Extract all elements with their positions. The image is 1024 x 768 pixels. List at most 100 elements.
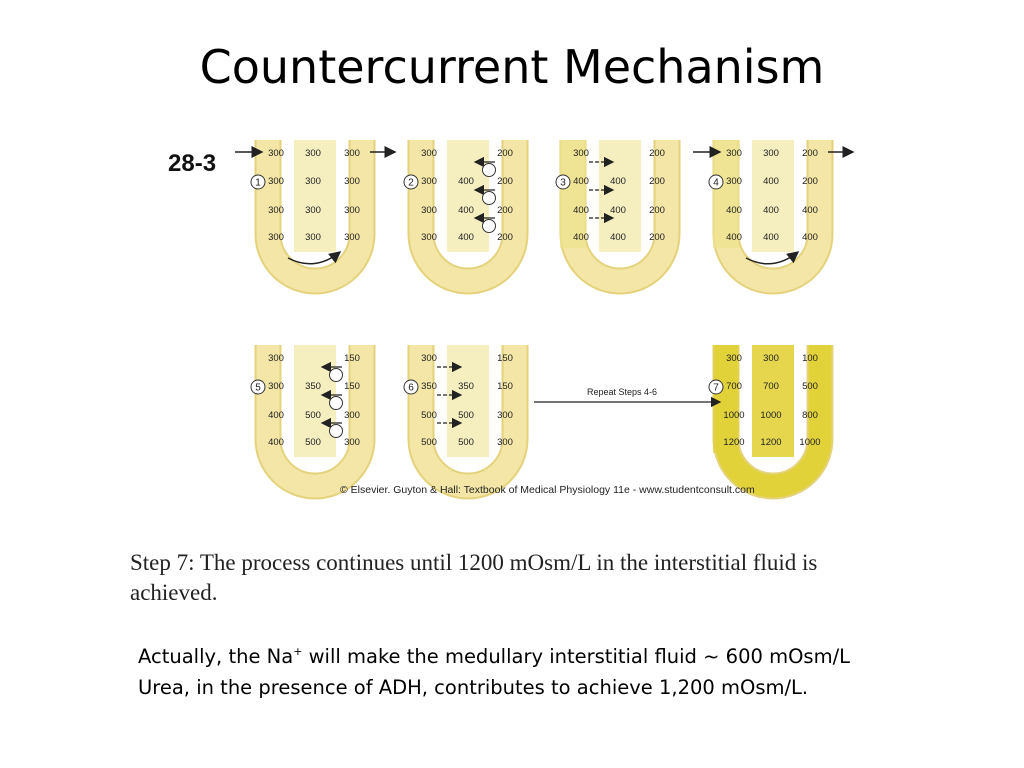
- osmolarity-value: 300: [497, 437, 513, 448]
- osmolarity-value: 300: [763, 148, 779, 159]
- osmolarity-value: 500: [802, 381, 818, 392]
- osmolarity-value: 700: [763, 381, 779, 392]
- osmolarity-value: 200: [649, 232, 665, 243]
- osmolarity-value: 400: [763, 176, 779, 187]
- note-line-1-prefix: Actually, the Na: [138, 645, 294, 668]
- interstitium-band: [752, 140, 794, 252]
- step-number-circle: [250, 174, 266, 190]
- osmolarity-value: 300: [763, 353, 779, 364]
- osmolarity-value: 400: [458, 176, 474, 187]
- pump-circle: [329, 396, 343, 410]
- osmolarity-value: 300: [421, 353, 437, 364]
- step-number: 5: [255, 383, 261, 394]
- osmolarity-value: 1000: [799, 437, 820, 448]
- step-number: 6: [408, 383, 414, 394]
- osmolarity-value: 300: [726, 148, 742, 159]
- osmolarity-value: 400: [802, 232, 818, 243]
- osmolarity-value: 500: [421, 410, 437, 421]
- osmolarity-value: 300: [344, 176, 360, 187]
- osmolarity-value: 300: [497, 410, 513, 421]
- figure-label: 28-3: [168, 150, 217, 177]
- step-number-circle: [555, 174, 571, 190]
- osmolarity-value: 700: [726, 381, 742, 392]
- osmolarity-value: 400: [763, 205, 779, 216]
- osmolarity-value: 200: [802, 176, 818, 187]
- osmolarity-value: 300: [726, 353, 742, 364]
- osmolarity-value: 300: [344, 437, 360, 448]
- osmolarity-value: 300: [421, 176, 437, 187]
- osmolarity-value: 300: [268, 381, 284, 392]
- osmolarity-value: 1000: [723, 410, 744, 421]
- sodium-superscript: +: [293, 645, 303, 658]
- flow-arrow: [745, 251, 800, 265]
- osmolarity-value: 150: [344, 381, 360, 392]
- osmolarity-value: 500: [305, 437, 321, 448]
- repeat-steps-label: Repeat Steps 4-6: [587, 387, 657, 397]
- pump-circle: [329, 424, 343, 438]
- osmolarity-value: 500: [458, 410, 474, 421]
- osmolarity-value: 400: [268, 437, 284, 448]
- pump-circle: [482, 219, 496, 233]
- osmolarity-value: 1000: [760, 410, 781, 421]
- osmolarity-value: 100: [802, 353, 818, 364]
- osmolarity-value: 350: [305, 381, 321, 392]
- osmolarity-value: 1200: [760, 437, 781, 448]
- loop-tube: [714, 140, 832, 293]
- osmolarity-value: 200: [649, 176, 665, 187]
- osmolarity-value: 150: [497, 353, 513, 364]
- loop-tube: [409, 345, 527, 498]
- step-number: 1: [255, 178, 261, 189]
- step-number-circle: [403, 174, 419, 190]
- osmolarity-value: 300: [421, 148, 437, 159]
- osmolarity-value: 300: [344, 410, 360, 421]
- osmolarity-value: 1200: [723, 437, 744, 448]
- osmolarity-value: 300: [305, 205, 321, 216]
- loop-tube: [256, 345, 374, 498]
- osmolarity-value: 200: [497, 205, 513, 216]
- loop-tube: [714, 345, 832, 498]
- flow-arrow: [287, 251, 342, 265]
- pump-circle: [482, 163, 496, 177]
- osmolarity-value: 300: [421, 232, 437, 243]
- step-number-circle: [708, 174, 724, 190]
- osmolarity-value: 400: [458, 232, 474, 243]
- osmolarity-value: 300: [268, 232, 284, 243]
- step-number-circle: [708, 379, 724, 395]
- osmolarity-value: 300: [268, 176, 284, 187]
- countercurrent-diagram: 300 300 300 300 300 300 300 300 300 300 300 300 1 300…: [235, 140, 855, 500]
- osmolarity-value: 300: [573, 148, 589, 159]
- slide-title: Countercurrent Mechanism: [199, 40, 825, 94]
- osmolarity-value: 500: [458, 437, 474, 448]
- osmolarity-value: 400: [610, 176, 626, 187]
- osmolarity-value: 400: [573, 176, 589, 187]
- osmolarity-value: 400: [610, 232, 626, 243]
- osmolarity-value: 400: [268, 410, 284, 421]
- osmolarity-value: 300: [305, 232, 321, 243]
- osmolarity-value: 150: [497, 381, 513, 392]
- osmolarity-value: 400: [802, 205, 818, 216]
- osmolarity-value: 150: [344, 353, 360, 364]
- osmolarity-value: 300: [268, 148, 284, 159]
- figure-credit: © Elsevier. Guyton & Hall: Textbook of M…: [340, 484, 755, 496]
- explanatory-note: Actually, the Na+ will make the medullar…: [138, 641, 938, 703]
- osmolarity-value: 200: [649, 205, 665, 216]
- loop-tube: [409, 140, 527, 293]
- loop-tube: [256, 140, 374, 293]
- osmolarity-value: 300: [268, 353, 284, 364]
- osmolarity-value: 300: [305, 148, 321, 159]
- step-number-circle: [403, 379, 419, 395]
- note-line-1: Actually, the Na+ will make the medullar…: [138, 641, 938, 672]
- pump-circle: [329, 368, 343, 382]
- osmolarity-value: 300: [726, 176, 742, 187]
- interstitium-band: [294, 140, 336, 252]
- osmolarity-value: 200: [497, 148, 513, 159]
- osmolarity-value: 400: [763, 232, 779, 243]
- osmolarity-value: 500: [421, 437, 437, 448]
- osmolarity-value: 200: [497, 176, 513, 187]
- osmolarity-value: 400: [610, 205, 626, 216]
- step-caption: Step 7: The process continues until 1200…: [130, 550, 818, 605]
- osmolarity-value: 200: [497, 232, 513, 243]
- osmolarity-value: 350: [421, 381, 437, 392]
- note-line-1-suffix: will make the medullary interstitial flu…: [302, 645, 851, 668]
- osmolarity-value: 300: [305, 176, 321, 187]
